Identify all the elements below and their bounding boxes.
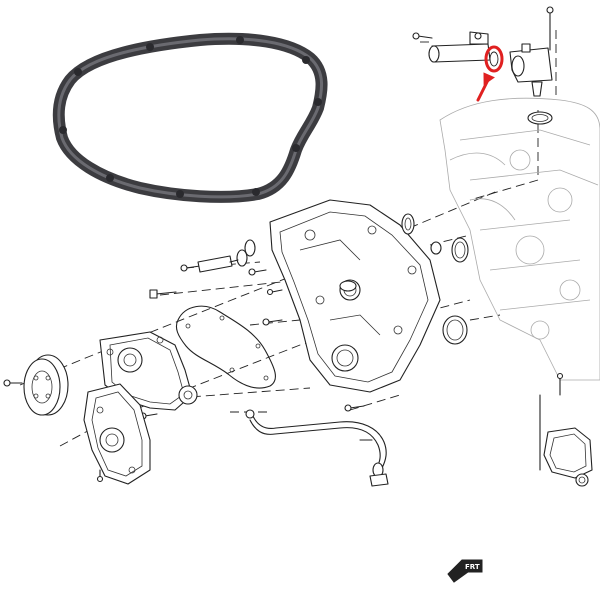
camshaft-sensor bbox=[197, 249, 248, 273]
pump-housing bbox=[83, 383, 151, 485]
frt-arrow-icon: FRT bbox=[447, 559, 483, 583]
lower-fitting bbox=[539, 372, 593, 487]
gasket-photo bbox=[52, 32, 328, 203]
seals bbox=[244, 213, 469, 345]
frt-label: FRT bbox=[465, 563, 480, 571]
engine-block bbox=[439, 97, 600, 381]
highlighted-o-ring bbox=[484, 45, 504, 73]
water-outlet-assembly bbox=[412, 6, 554, 125]
red-pointer-arrow-icon bbox=[476, 72, 495, 102]
water-pump-pulley bbox=[3, 354, 69, 416]
front-cover-gasket bbox=[175, 305, 276, 389]
timing-cover bbox=[269, 199, 441, 393]
coolant-pipe bbox=[245, 409, 389, 487]
